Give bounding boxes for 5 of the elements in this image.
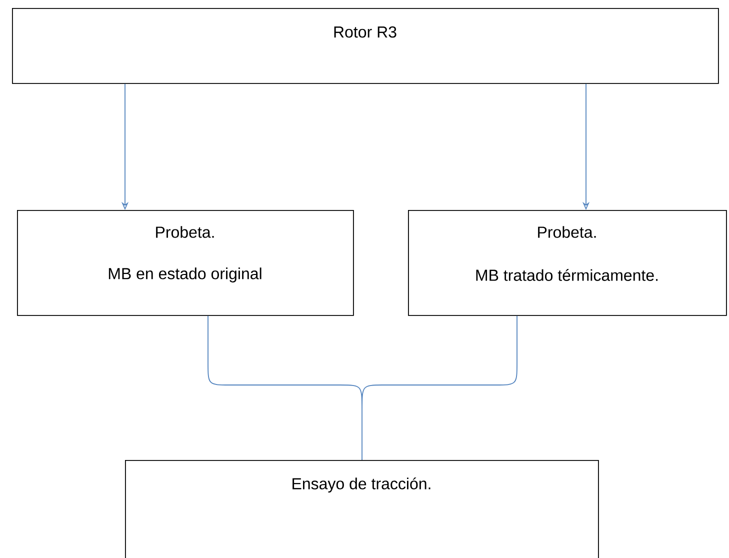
- brace: [208, 315, 518, 460]
- process-box: Probeta. MB tratado térmicamente.: [408, 210, 727, 316]
- process-box: Ensayo de tracción.: [125, 460, 599, 558]
- process-box: Probeta. MB en estado original: [17, 210, 354, 316]
- process-box: Rotor R3: [12, 8, 719, 84]
